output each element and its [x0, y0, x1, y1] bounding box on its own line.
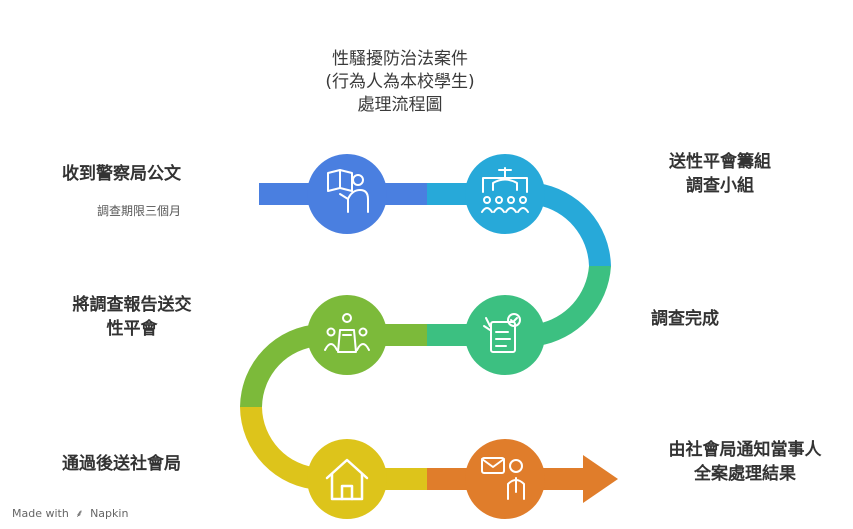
committee-group-icon: [481, 167, 529, 213]
napkin-logo-icon: ⸙: [75, 507, 84, 520]
segment-green-curve: [537, 266, 611, 346]
node-social: [307, 439, 387, 519]
meeting-icon: [324, 313, 370, 353]
node-committee: [465, 154, 545, 234]
home-icon: [325, 458, 369, 501]
step-label-committee: 送性平會籌組 調查小組: [660, 150, 780, 198]
step-label-complete: 調查完成: [651, 309, 719, 329]
step-label-report-line-2: 性平會: [106, 319, 158, 339]
person-mail-icon: [481, 457, 525, 500]
title-line-3: 處理流程圖: [357, 95, 443, 115]
step-sub-receive: 調查期限三個月: [97, 204, 182, 218]
checklist-icon: [483, 313, 521, 353]
made-with-footer: Made with ⸙ Napkin: [12, 506, 128, 521]
node-receive: [307, 154, 387, 234]
footer-brand: Napkin: [90, 507, 129, 520]
segment-cyan-curve: [537, 183, 611, 266]
segment-lime-curve: [240, 324, 320, 407]
step-label-notify: 由社會局通知當事人 全案處理結果: [650, 438, 840, 486]
step-label-notify-line-2: 全案處理結果: [694, 464, 796, 484]
node-complete: [465, 295, 545, 375]
node-notify: [465, 439, 545, 519]
step-label-committee-line-1: 送性平會籌組: [669, 152, 771, 172]
diagram-title: 性騷擾防治法案件 (行為人為本校學生) 處理流程圖: [270, 48, 530, 117]
step-label-report: 將調查報告送交 性平會: [52, 293, 212, 341]
segment-yellow-curve: [240, 407, 320, 490]
footer-text: Made with: [12, 507, 69, 520]
step-label-receive: 收到警察局公文: [62, 164, 181, 184]
title-line-1: 性騷擾防治法案件: [332, 49, 468, 69]
step-label-notify-line-1: 由社會局通知當事人: [668, 440, 822, 460]
step-label-report-line-1: 將調查報告送交: [72, 295, 192, 315]
step-label-committee-line-2: 調查小組: [686, 176, 754, 196]
document-handover-icon: [327, 169, 369, 213]
arrow-head: [583, 455, 618, 503]
title-line-2: (行為人為本校學生): [325, 72, 475, 92]
step-label-social: 通過後送社會局: [62, 454, 181, 474]
